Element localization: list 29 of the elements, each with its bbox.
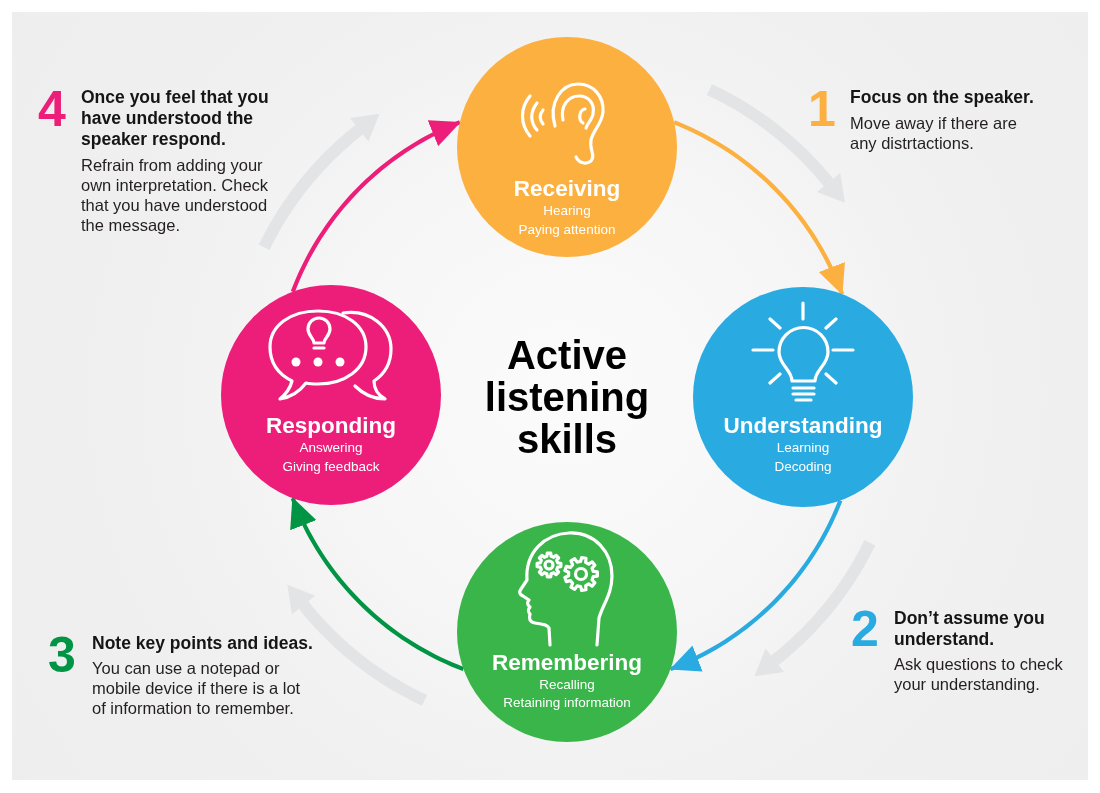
step-number: 1 xyxy=(808,83,836,134)
stage-title: Understanding xyxy=(723,413,883,440)
step-description: Ask questions to check your understanding. xyxy=(894,654,1064,695)
arrow xyxy=(290,120,461,293)
arrow xyxy=(673,120,845,296)
step-heading: Once you feel that you have understood the speaker respond. xyxy=(81,86,270,150)
stage-detail: Hearing xyxy=(543,202,591,221)
stage-title: Remembering xyxy=(492,649,642,676)
step-heading: Note key points and ideas. xyxy=(92,632,314,654)
step-description: Refrain from adding your own interpretation. Check that you have understood the message. xyxy=(81,155,270,235)
step-description: Move away if there are any distrtactions. xyxy=(850,112,1018,153)
arrow xyxy=(290,497,465,672)
step-heading: Focus on the speaker. xyxy=(850,86,1035,108)
stage-detail: Paying attention xyxy=(518,220,616,239)
stage-detail: Decoding xyxy=(774,457,832,476)
step-heading: Don’t assume you understand. xyxy=(894,607,1046,650)
stage-title: Receiving xyxy=(513,176,621,203)
stage-detail: Learning xyxy=(776,439,830,458)
stage-detail: Answering xyxy=(299,439,363,458)
arrow xyxy=(669,499,843,672)
stage-detail: Giving feedback xyxy=(282,457,380,476)
step-number: 2 xyxy=(851,604,879,654)
diagram-title: Active listening skills xyxy=(483,334,651,460)
stage-detail: Retaining information xyxy=(503,694,631,713)
step-number: 4 xyxy=(38,83,66,134)
step-description: You can use a notepad or mobile device if there is a lot of information to remember. xyxy=(92,657,302,718)
stage-detail: Recalling xyxy=(539,675,595,694)
stage-title: Responding xyxy=(266,413,396,440)
step-number: 3 xyxy=(48,630,76,680)
